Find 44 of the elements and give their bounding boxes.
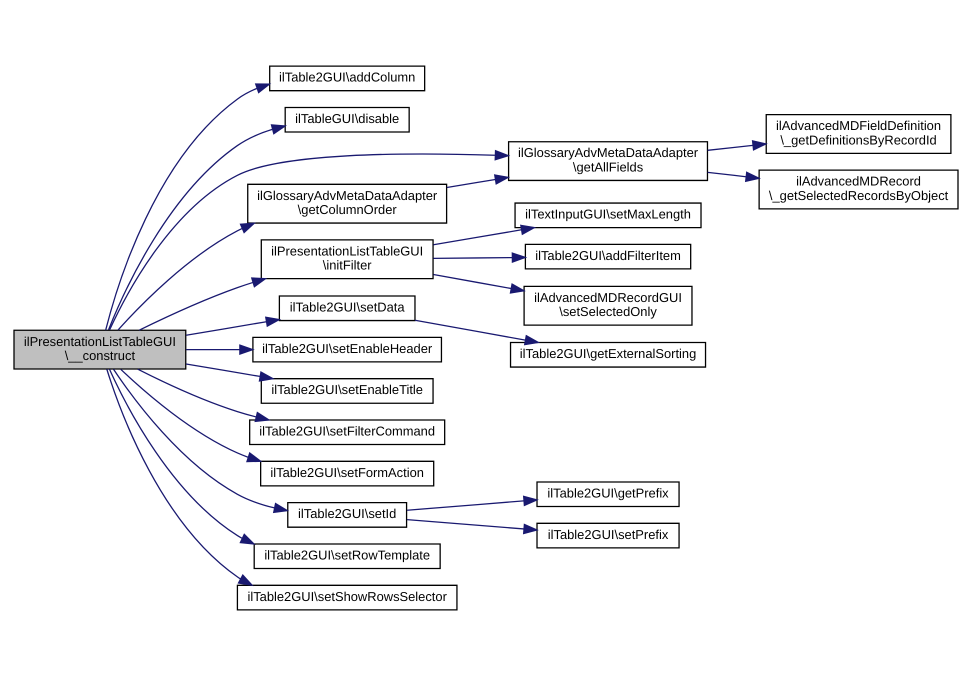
node-box: ilTable2GUI\setPrefix (536, 522, 680, 548)
arrow (109, 150, 510, 330)
node-box: ilAdvancedMDFieldDefinition \_getDefinitionsByRecordId (766, 114, 952, 154)
node-box: ilTable2GUI\setEnableTitle (260, 378, 434, 404)
node-box: ilGlossaryAdvMetaDataAdapter \getAllFields (508, 141, 708, 182)
arrow (138, 368, 271, 422)
node-box: ilAdvancedMDRecord \_getSelectedRecordsByObject (758, 169, 959, 210)
arrow (433, 224, 536, 246)
arrow (118, 222, 256, 330)
node-box: ilTable2GUI\setFilterCommand (249, 419, 446, 446)
arrow (120, 368, 262, 462)
node-box: ilTable2GUI\setEnableHeader (252, 336, 442, 363)
arrow (113, 368, 290, 514)
node-box: ilPresentationListTableGUI \__construct (13, 330, 186, 370)
arrow (105, 83, 272, 330)
node-box: ilTable2GUI\setData (278, 295, 416, 322)
node-box: ilTable2GUI\setId (287, 502, 408, 528)
node-box: ilTable2GUI\addFilterItem (524, 244, 692, 270)
arrow (106, 369, 254, 586)
node-box: ilGlossaryAdvMetaDataAdapter \getColumnOrder (247, 184, 448, 224)
node-box: ilAdvancedMDRecordGUI \setSelectedOnly (523, 286, 693, 326)
node-box: ilTable2GUI\getPrefix (536, 481, 680, 508)
arrow (433, 252, 528, 264)
arrow (433, 274, 526, 294)
arrow (108, 368, 256, 545)
arrow (108, 124, 287, 330)
node-box: ilTextInputGUI\setMaxLength (514, 202, 702, 228)
node-box: ilTable2GUI\setRowTemplate (254, 543, 441, 570)
arrow (446, 174, 510, 188)
node-box: ilTable2GUI\setFormAction (260, 460, 434, 486)
arrow (186, 363, 275, 382)
arrow (138, 277, 268, 331)
node-box: ilTableGUI\disable (284, 106, 410, 133)
node-box: ilTable2GUI\setShowRowsSelector (236, 584, 458, 610)
arrow (407, 518, 539, 534)
node-box: ilPresentationListTableGUI \initFilter (260, 239, 434, 280)
arrow (407, 496, 539, 511)
arrow (708, 140, 768, 151)
arrow (186, 316, 282, 336)
arrow (186, 344, 255, 356)
arrow (414, 320, 540, 346)
node-box: ilTable2GUI\getExternalSorting (510, 342, 706, 368)
arrow (708, 171, 761, 182)
node-box: ilTable2GUI\addColumn (269, 66, 426, 92)
